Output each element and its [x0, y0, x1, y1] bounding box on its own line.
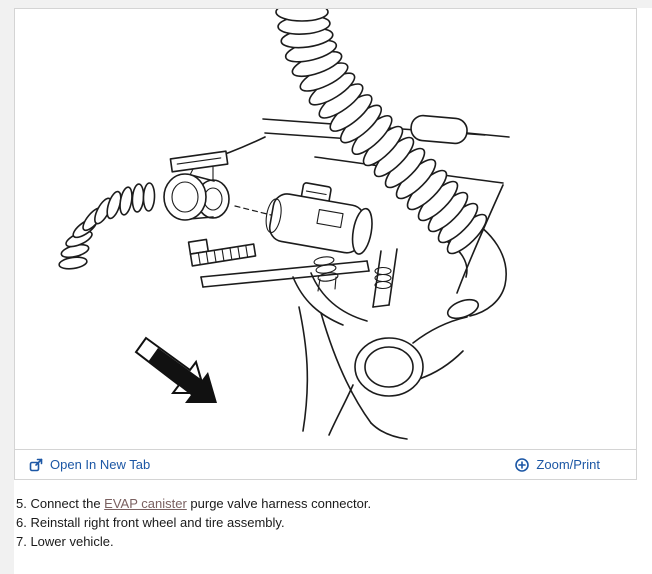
zoom-print-link[interactable]: Zoom/Print	[514, 457, 600, 473]
frame-curves	[298, 306, 408, 440]
figure-toolbar: Open In New Tab Zoom/Print	[15, 449, 636, 479]
evap-canister-link[interactable]: EVAP canister	[104, 496, 187, 511]
corrugated-harness-conduit	[58, 182, 156, 270]
step-5-prefix: 5. Connect the	[16, 496, 105, 511]
content-panel: Open In New Tab Zoom/Print 5. Connect th…	[14, 8, 652, 574]
zoom-print-label: Zoom/Print	[536, 457, 600, 472]
frame-lines	[204, 114, 510, 294]
mounting-bracket	[200, 248, 398, 326]
evap-purge-valve-diagram	[58, 9, 510, 440]
harness-connector	[163, 150, 230, 221]
step-5-suffix: purge valve harness connector.	[186, 496, 372, 511]
corrugated-hose-large	[275, 9, 488, 255]
comb-bracket	[187, 238, 257, 267]
direction-arrow	[134, 336, 217, 403]
alignment-dashes	[234, 205, 272, 216]
step-6: 6. Reinstall right front wheel and tire …	[16, 515, 285, 530]
open-in-new-tab-icon	[29, 458, 43, 471]
purge-valve	[265, 182, 373, 292]
step-5: 5. Connect the EVAP canister purge valve…	[16, 494, 648, 513]
instruction-steps: 5. Connect the EVAP canister purge valve…	[14, 480, 652, 551]
open-in-new-tab-link[interactable]: Open In New Tab	[28, 457, 150, 473]
diagram-container	[15, 9, 636, 449]
figure-box: Open In New Tab Zoom/Print	[14, 8, 637, 480]
open-in-new-tab-label: Open In New Tab	[50, 457, 151, 472]
circle-plus-icon	[515, 457, 530, 472]
intake-port	[354, 316, 468, 397]
step-7: 7. Lower vehicle.	[16, 534, 114, 549]
